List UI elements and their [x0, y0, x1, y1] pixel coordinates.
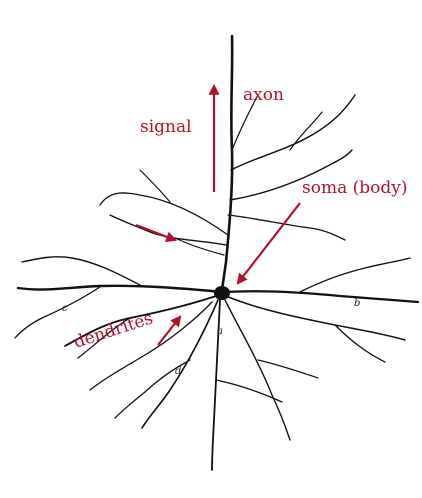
letter-b: b: [354, 298, 360, 309]
letter-d: d: [175, 366, 181, 377]
letter-c: c: [62, 303, 68, 314]
dendrites-label: dendrites: [71, 308, 155, 352]
soma-body: [214, 286, 230, 300]
letter-a: a: [217, 326, 223, 337]
soma-label: soma (body): [302, 178, 408, 198]
axon-label: axon: [243, 85, 284, 105]
soma-arrow: [238, 203, 300, 283]
dendrite-arrow-lower: [158, 317, 180, 345]
dendrite-arrow-upper: [136, 225, 175, 240]
axon-trunk: [222, 36, 232, 290]
signal-label: signal: [140, 117, 192, 137]
